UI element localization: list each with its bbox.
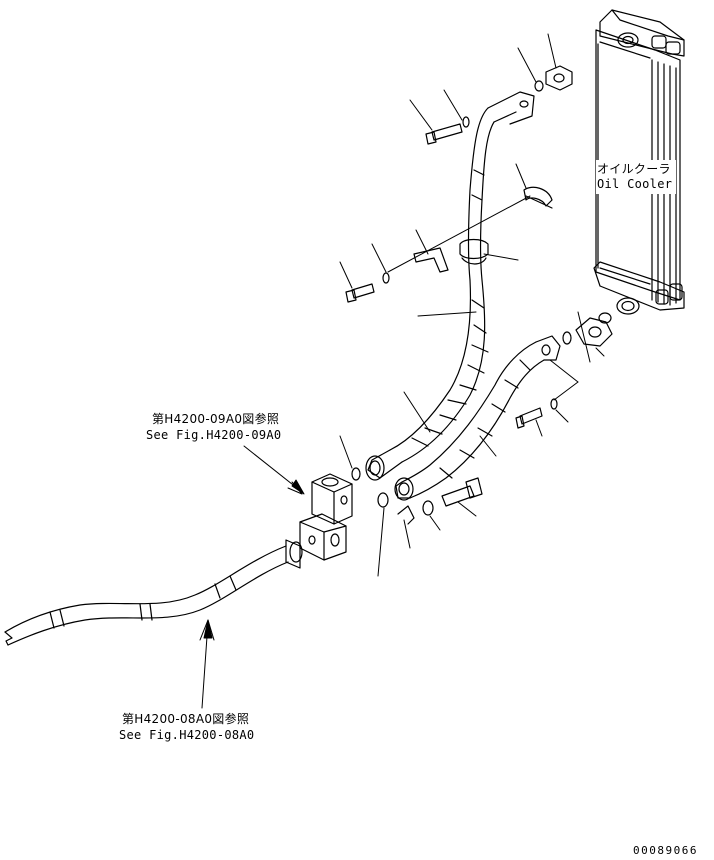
drawing-number: 00089066: [633, 844, 698, 857]
reference-lower-en: See Fig.H4200-08A0: [119, 728, 255, 742]
upper-flange-group: [535, 66, 572, 91]
small-parts: [346, 117, 557, 524]
reference-lower-ja: 第H4200-08A0図参照: [122, 712, 250, 726]
reference-upper-en: See Fig.H4200-09A0: [146, 428, 282, 442]
oil-cooler-label-en: Oil Cooler: [597, 177, 673, 191]
oil-cooler-label-backing: [596, 160, 676, 194]
oil-cooler-label-ja: オイルクーラ: [597, 162, 671, 176]
upper-hose: [366, 92, 534, 480]
reference-upper-ja: 第H4200-09A0図参照: [152, 412, 280, 426]
valve-block: [300, 474, 352, 560]
lower-flange-group: [563, 313, 612, 346]
lower-hose: [395, 336, 560, 500]
long-hose: [5, 540, 302, 645]
leader-lines: [200, 34, 604, 708]
